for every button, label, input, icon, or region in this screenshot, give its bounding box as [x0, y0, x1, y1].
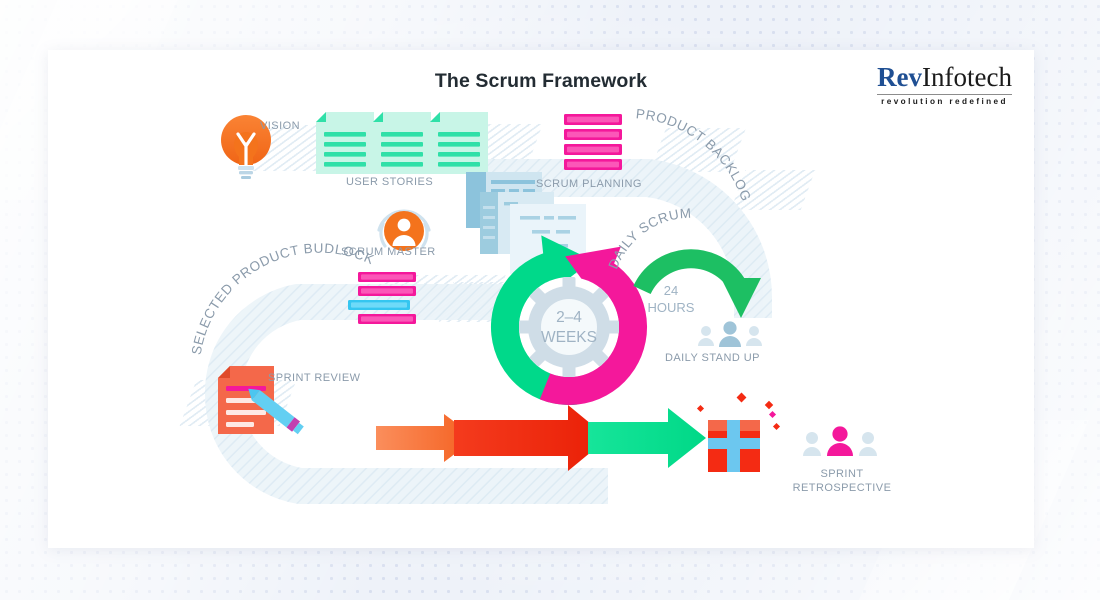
label-daily-stand-up: DAILY STAND UP — [665, 352, 760, 364]
flow-arrows — [376, 405, 706, 471]
label-user-stories: USER STORIES — [346, 176, 434, 188]
label-scrum-planning: SCRUM PLANNING — [536, 178, 642, 190]
logo-primary-text: Rev — [877, 62, 923, 92]
label-sprint-retrospective-line1: SPRINT — [820, 468, 864, 480]
flow-arrow-orange — [376, 414, 476, 462]
label-vision: VISION — [260, 120, 300, 132]
sprint-cycle-arrows-icon — [491, 235, 647, 405]
flow-arrow-green — [588, 408, 706, 468]
logo-tagline: revolution redefined — [881, 97, 1008, 106]
revinfotech-logo: RevInfotech revolution redefined — [877, 64, 1012, 106]
gift-box-icon — [696, 392, 781, 472]
scrum-master-avatar-icon — [377, 209, 431, 251]
sprint-duration-unit: WEEKS — [541, 329, 597, 346]
selected-backlog-bars-icon — [348, 272, 416, 324]
people-group-icon — [698, 321, 762, 347]
flow-arrow-red — [454, 405, 608, 471]
daily-scrum-arc-arrow-icon — [633, 249, 761, 318]
gear-icon — [519, 277, 619, 377]
label-scrum-master: SCRUM MASTER — [341, 246, 436, 258]
label-sprint-review: SPRINT REVIEW — [268, 372, 361, 384]
sprint-review-document-pen-icon — [218, 366, 304, 435]
retrospective-people-icon — [803, 426, 877, 456]
logo-secondary-text: Infotech — [922, 62, 1012, 92]
page-title: The Scrum Framework — [434, 70, 648, 92]
document-stack-icon — [316, 112, 488, 174]
logo-divider — [877, 94, 1012, 95]
sprint-duration-number: 2–4 — [556, 309, 582, 326]
scrum-framework-diagram: PRODUCT BACKLOG DAILY SCRUM SELECTED PRO… — [189, 106, 877, 504]
hours-unit: HOURS — [648, 300, 695, 315]
hours-number: 24 — [664, 283, 678, 298]
lightbulb-icon — [221, 115, 271, 179]
label-sprint-retrospective-line2: RETROSPECTIVE — [792, 482, 892, 494]
backlog-bars-icon — [564, 114, 622, 170]
infographic-card: The Scrum Framework RevInfotech revoluti… — [48, 50, 1034, 548]
